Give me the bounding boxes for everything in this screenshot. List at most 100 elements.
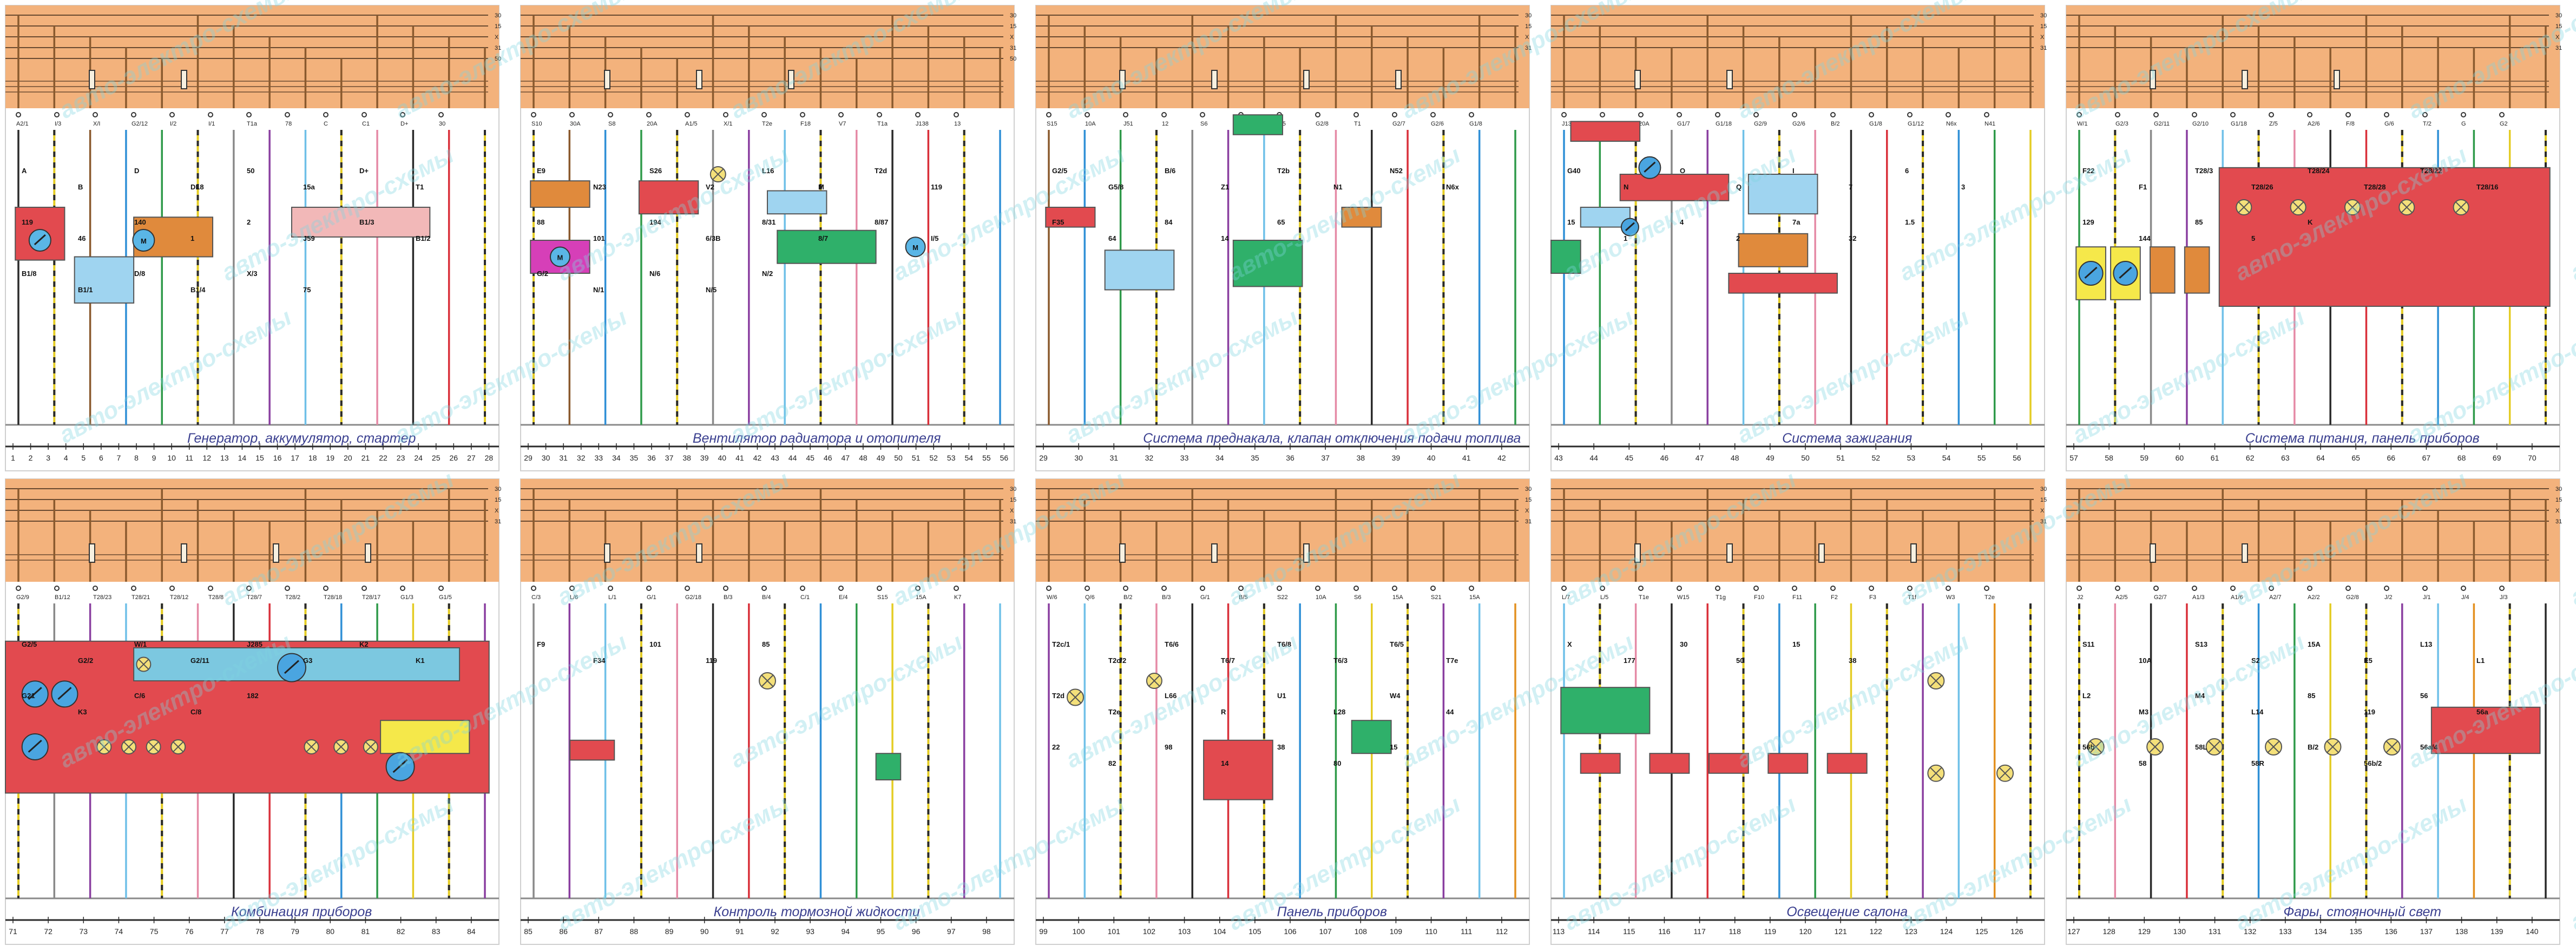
current-path-number: 63 [2281,454,2290,462]
connector-label: S6 [1200,121,1207,127]
component-block [1708,753,1749,774]
wire [2386,740,2398,753]
component-label: 7a [1792,218,1800,226]
connector-label: G2/18 [685,594,701,601]
connector-pin [438,586,444,591]
component-label: T6/6 [1165,640,1179,648]
component-label: D [134,167,139,175]
fuse [1910,543,1917,563]
wire [761,674,774,687]
component-label: 14 [1221,234,1229,242]
connector-pin [877,586,882,591]
current-path-number: 112 [1496,927,1508,936]
component-label: 15A [2308,640,2321,648]
connector-pin [1561,586,1567,591]
component-label: 5 [2251,234,2255,242]
wire [2267,740,2280,753]
current-path-number: 9 [152,454,156,462]
component-label: 177 [1624,656,1635,665]
component-block [1232,114,1284,135]
component-label: D/8 [134,270,145,278]
connector-label: T2e [762,121,772,127]
current-path-number: 69 [2493,454,2501,462]
current-path-number: 40 [1427,454,1436,462]
current-path-number: 96 [912,927,921,936]
connector-label: J51 [1123,121,1133,127]
connector-pin [54,112,60,117]
watermark-text: авто-электро-схемы [2566,141,2576,286]
component-block [777,229,877,264]
bus-label: X [1525,508,1529,514]
connector-label: X/1 [724,121,733,127]
connector-pin [1277,586,1282,591]
current-path-number: 76 [185,927,194,936]
connector-label: G2/12 [132,121,148,127]
bus-label: 31 [1525,518,1532,525]
connector-pin [1715,586,1720,591]
connector-label: B/4 [762,594,771,601]
component-label: Z1 [1221,183,1229,191]
current-path-number: 36 [1286,454,1294,462]
component-label: N23 [593,183,606,191]
current-path-number: 74 [115,927,123,936]
connector-label: X/I [93,121,100,127]
component-label: X [1567,640,1572,648]
component-label: T2b [1277,167,1290,175]
wire [365,741,376,752]
connector-label: C/1 [800,594,810,601]
connector-pin [877,112,882,117]
connector-label: G2/6 [1792,121,1805,127]
current-path-number: 34 [612,454,621,462]
panel-caption: Комбинация приборов [231,904,372,919]
current-path-number: 106 [1284,927,1297,936]
connector-label: G1/5 [439,594,452,601]
connector-pin [2499,586,2505,591]
connector-label: B/2 [1831,121,1840,127]
connector-pin [2384,112,2389,117]
current-path-number: 22 [379,454,387,462]
component-label: N6x [1446,183,1460,191]
current-path-number: 26 [449,454,458,462]
connector-label: 30A [570,121,581,127]
component-block [2184,246,2210,294]
current-path-number: 105 [1248,927,1261,936]
component-label: G/2 [537,270,548,278]
wire [2347,201,2358,213]
component-block [2430,706,2541,754]
component-block [1351,720,1392,754]
connector-pin [569,586,575,591]
current-path-number: 77 [220,927,229,936]
current-path-number: 53 [1907,454,1916,462]
component-label: G40 [1567,167,1581,175]
motor-symbol: M [557,254,563,262]
current-path-number: 4 [64,454,68,462]
component-label: M [818,183,824,191]
current-path-number: 44 [788,454,797,462]
component-label: M4 [2195,692,2205,700]
component-label: F9 [537,640,545,648]
bus-label: X [1010,34,1014,41]
current-path-number: 18 [308,454,317,462]
connector-pin [2499,112,2505,117]
connector-pin [1600,586,1605,591]
connector-label: J/3 [2500,594,2508,601]
connector-pin [761,586,767,591]
connector-label: G/1 [1200,594,1210,601]
current-path-number: 53 [947,454,956,462]
connector-label: G [2461,121,2466,127]
connector-label: 20A [1639,121,1650,127]
connector-pin [208,112,213,117]
current-path-number: 16 [273,454,282,462]
connector-label: G2 [2500,121,2508,127]
component-label: T28/24 [2308,167,2330,175]
connector-pin [800,112,805,117]
connector-pin [246,586,252,591]
current-path-number: 50 [1801,454,1810,462]
component-label: 85 [762,640,770,648]
power-bus-area [5,5,499,108]
connector-pin [131,112,136,117]
current-path-number: 47 [841,454,850,462]
connector-label: W/6 [1047,594,1057,601]
connector-label: L/5 [1600,594,1608,601]
current-path-number: 64 [2316,454,2325,462]
